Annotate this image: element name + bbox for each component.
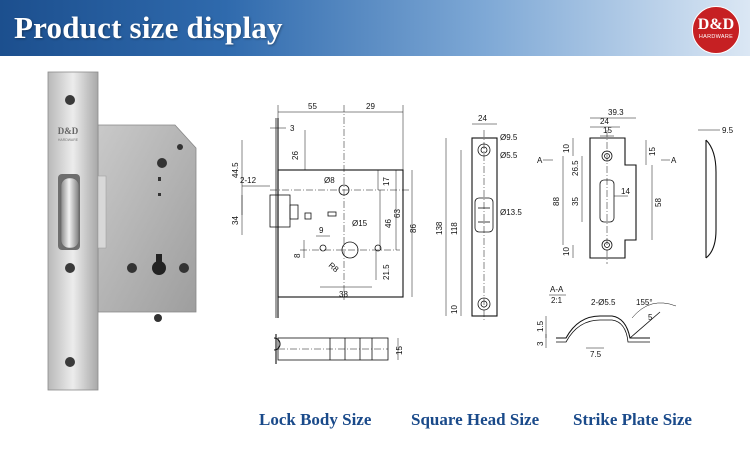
case-hole xyxy=(154,314,162,322)
side-latch-hook xyxy=(273,337,281,351)
latch-neck xyxy=(289,204,299,220)
dim-label: 24 xyxy=(600,117,609,126)
angle-arc xyxy=(631,302,677,319)
section-profile xyxy=(556,315,650,339)
dim-label: 7.5 xyxy=(590,350,602,359)
dim-label: Ø5.5 xyxy=(500,151,518,160)
case-hole xyxy=(177,144,183,150)
strike-side-profile xyxy=(705,139,717,259)
dim-label: 29 xyxy=(366,102,375,111)
logo-subtext: HARDWARE xyxy=(698,34,734,40)
screw-hole xyxy=(65,263,75,273)
square-head-plate xyxy=(471,137,498,317)
caption-lock-body: Lock Body Size xyxy=(259,410,372,429)
strike-plate-drawing: 39.3 24 15 A A 10 26.5 15 88 35 14 58 10… xyxy=(536,108,734,359)
dim-label: R8 xyxy=(327,261,341,275)
latch-bolt xyxy=(60,177,80,249)
lock-body-drawing: 55 29 3 26 44.5 2-12 34 Ø8 17 46 63 86 Ø… xyxy=(231,102,418,364)
logo-text: D&D xyxy=(697,16,735,33)
case-hole xyxy=(157,158,167,168)
small-hole xyxy=(374,244,382,252)
dim-label: Ø15 xyxy=(352,219,368,228)
dim-label: 63 xyxy=(393,209,402,218)
square-head-drawing: 24 Ø9.5 Ø5.5 Ø13.5 138 118 10 xyxy=(435,114,522,322)
dim-label: Ø8 xyxy=(324,176,335,185)
dim-label: 8 xyxy=(293,253,302,258)
brand-logo: D&D HARDWARE xyxy=(692,6,740,54)
section-flange xyxy=(629,311,661,339)
section-mark-right: A xyxy=(671,156,677,165)
dim-label: 15 xyxy=(648,147,657,156)
case-slot xyxy=(158,193,161,196)
plate-logo-sub: HARDWARE xyxy=(58,138,79,142)
small-slot xyxy=(304,212,312,220)
small-hole xyxy=(319,244,327,252)
dim-label: 9.5 xyxy=(722,126,734,135)
lock-case xyxy=(97,124,197,313)
dim-label: 2-12 xyxy=(240,176,257,185)
section-scale: 2:1 xyxy=(551,296,563,305)
plate-logo: D&D xyxy=(58,126,79,136)
spindle-slot xyxy=(156,254,162,264)
spindle-hole xyxy=(152,261,166,275)
dim-label: 2-Ø5.5 xyxy=(591,298,616,307)
dim-label: Ø9.5 xyxy=(500,133,518,142)
dim-label: 10 xyxy=(562,144,571,153)
dim-label: 86 xyxy=(409,224,418,233)
dim-label: 24 xyxy=(478,114,487,123)
dim-label: 88 xyxy=(552,197,561,206)
latch-tail xyxy=(97,175,107,249)
case-hole xyxy=(127,263,137,273)
lock-case-outline xyxy=(277,169,404,298)
dim-label: 118 xyxy=(450,222,459,235)
dim-label: 26 xyxy=(291,151,300,160)
header-banner: Product size display xyxy=(0,0,750,56)
dim-label: 21.5 xyxy=(382,264,391,280)
page-title: Product size display xyxy=(14,10,283,45)
dim-label: 15 xyxy=(603,126,612,135)
case-slot xyxy=(158,177,161,181)
dim-label: 35 xyxy=(571,197,580,206)
dim-label: 10 xyxy=(562,247,571,256)
dim-label: 38 xyxy=(339,290,348,299)
screw-hole xyxy=(65,95,75,105)
dim-label: 17 xyxy=(382,177,391,186)
dim-label: 5 xyxy=(648,313,653,322)
dim-label: 55 xyxy=(308,102,317,111)
dim-label: 46 xyxy=(384,219,393,228)
lock-photo: D&D HARDWARE xyxy=(47,71,197,391)
dim-label: 58 xyxy=(654,198,663,207)
small-slot xyxy=(327,211,337,217)
caption-square-head: Square Head Size xyxy=(411,410,540,429)
section-mark-left: A xyxy=(537,156,543,165)
latch-outline xyxy=(269,194,291,228)
case-hole xyxy=(179,263,189,273)
section-profile xyxy=(556,319,650,343)
dim-label: 15 xyxy=(395,346,404,355)
dim-label: Ø13.5 xyxy=(500,208,522,217)
section-label: A-A xyxy=(550,285,564,294)
dim-label: 9 xyxy=(319,226,324,235)
dim-label: 10 xyxy=(450,305,459,314)
dim-label: 26.5 xyxy=(571,160,580,176)
dim-label: 44.5 xyxy=(231,162,240,178)
dim-label: 1.5 xyxy=(536,320,545,332)
dim-label: 3 xyxy=(290,124,295,133)
dim-label: 39.3 xyxy=(608,108,624,117)
dim-label: 155° xyxy=(636,298,653,307)
dim-label: 14 xyxy=(621,187,630,196)
strike-plate-outline xyxy=(589,137,637,259)
dim-label: 3 xyxy=(536,341,545,346)
caption-strike-plate: Strike Plate Size xyxy=(573,410,692,429)
dim-label: 138 xyxy=(435,221,444,235)
screw-hole xyxy=(65,357,75,367)
dim-label: 34 xyxy=(231,216,240,225)
